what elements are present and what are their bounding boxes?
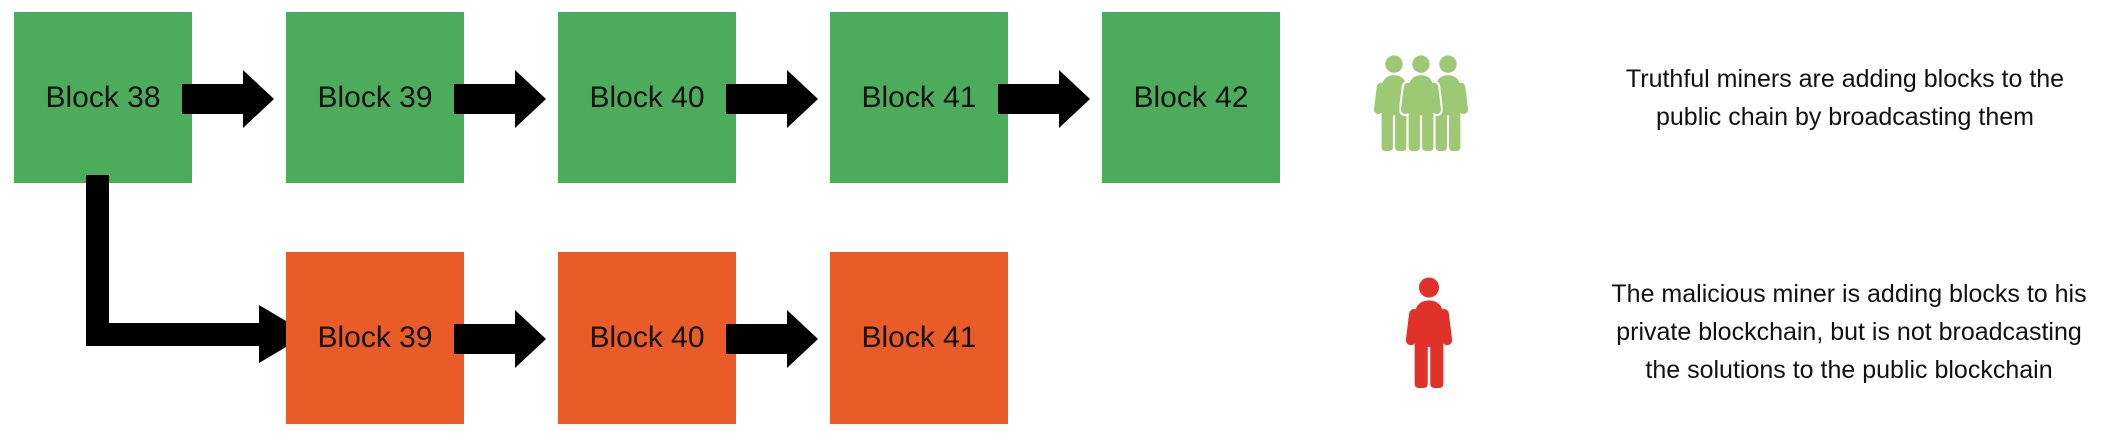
public-block-42: Block 42: [1102, 12, 1280, 183]
malicious-miner-icon: [1404, 277, 1454, 388]
public-block-41: Block 41: [830, 12, 1008, 183]
private-block-39: Block 39: [286, 252, 464, 424]
arrow-right-icon: [454, 310, 546, 368]
malicious-miner-note: The malicious miner is adding blocks to …: [1589, 275, 2109, 389]
public-block-38: Block 38: [14, 12, 192, 183]
private-block-40: Block 40: [558, 252, 736, 424]
public-block-39: Block 39: [286, 12, 464, 183]
public-block-40: Block 40: [558, 12, 736, 183]
arrow-right-icon: [182, 70, 274, 128]
note-line: public chain by broadcasting them: [1655, 103, 2034, 131]
note-line: The malicious miner is adding blocks to …: [1611, 280, 2087, 308]
fork-elbow-arrow-icon: [86, 175, 308, 363]
arrow-right-icon: [454, 70, 546, 128]
private-block-41: Block 41: [830, 252, 1008, 424]
truthful-miners-note: Truthful miners are adding blocks to the…: [1585, 60, 2105, 136]
note-line: the solutions to the public blockchain: [1645, 356, 2053, 384]
arrow-right-icon: [726, 70, 818, 128]
truthful-miners-group-icon: [1372, 55, 1470, 151]
arrow-right-icon: [998, 70, 1090, 128]
note-line: private blockchain, but is not broadcast…: [1616, 318, 2082, 346]
arrow-right-icon: [726, 310, 818, 368]
person-icon: [1399, 55, 1443, 151]
note-line: Truthful miners are adding blocks to the: [1625, 65, 2065, 93]
